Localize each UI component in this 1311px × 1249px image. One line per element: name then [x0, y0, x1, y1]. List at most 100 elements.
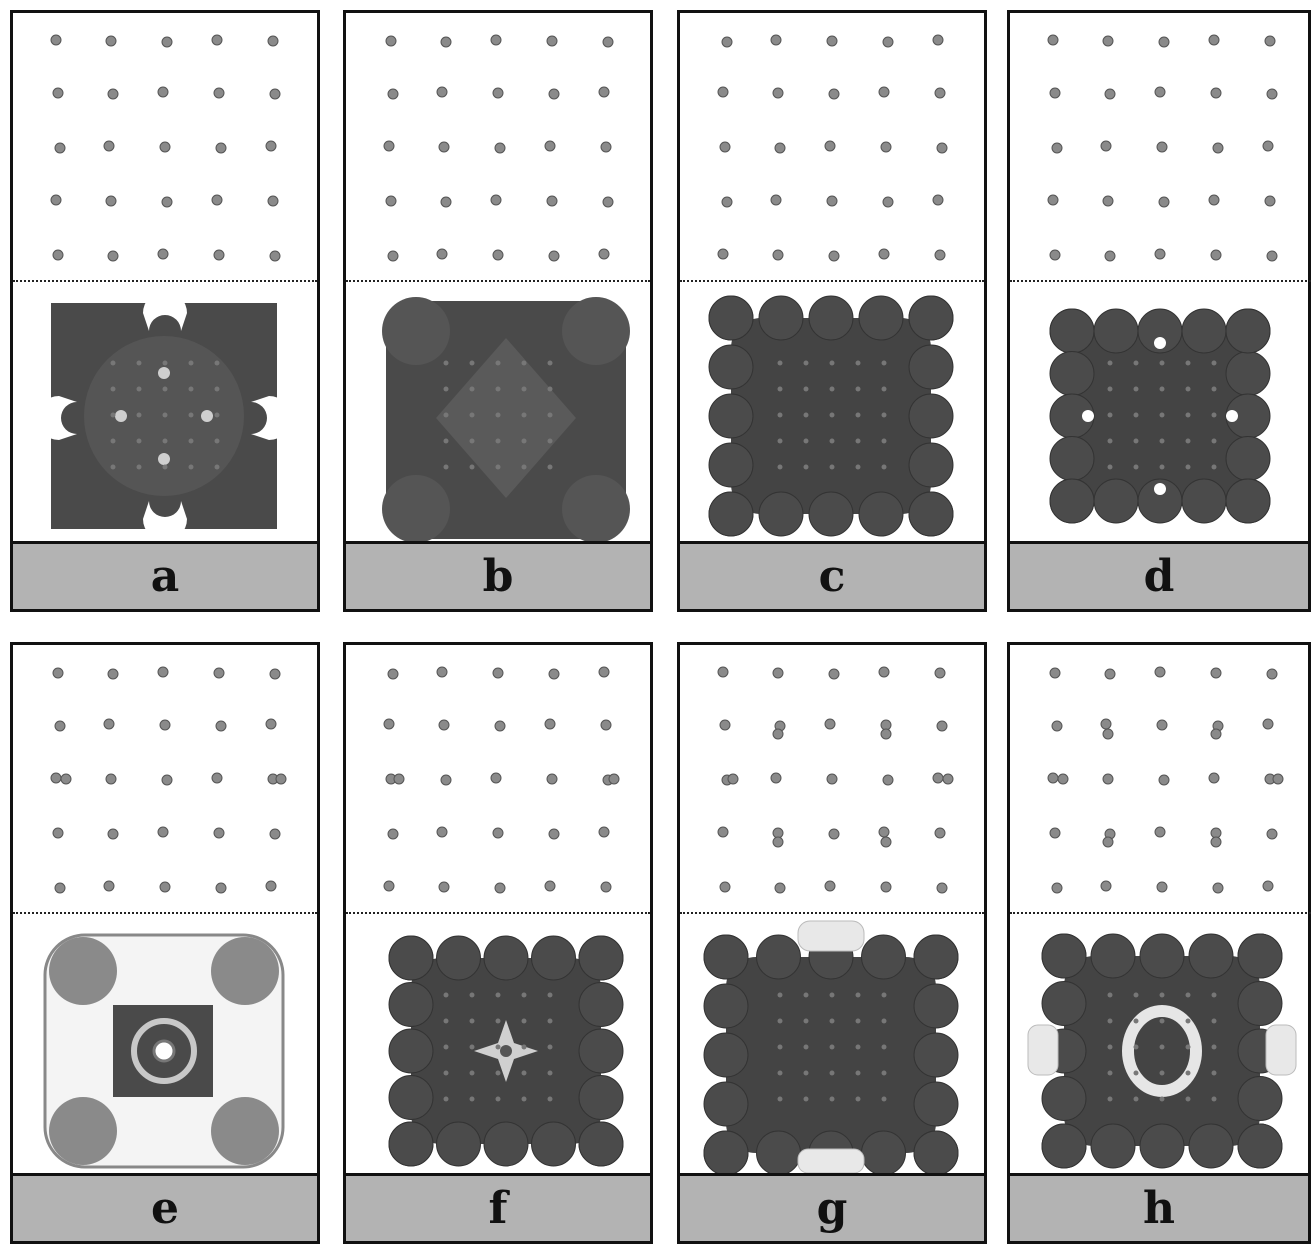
atom	[470, 1097, 475, 1102]
atom	[549, 89, 559, 99]
atom	[1211, 250, 1221, 260]
atom	[496, 439, 501, 444]
atom	[470, 1019, 475, 1024]
atom	[276, 774, 286, 784]
atom	[778, 1097, 783, 1102]
atom	[856, 1019, 861, 1024]
atom	[1050, 668, 1060, 678]
atom	[879, 827, 889, 837]
dotted-divider	[13, 280, 317, 282]
atom	[163, 387, 168, 392]
dotted-divider	[346, 280, 650, 282]
atom	[1186, 439, 1191, 444]
atom	[599, 667, 609, 677]
atom	[1108, 1019, 1113, 1024]
isosurface-rendering	[346, 915, 650, 1175]
panel-label-bar: c	[680, 541, 984, 609]
atom	[1267, 669, 1277, 679]
atom	[106, 196, 116, 206]
atom	[548, 1045, 553, 1050]
atom	[1154, 337, 1166, 349]
atom	[522, 1019, 527, 1024]
atom	[830, 1097, 835, 1102]
atom	[718, 827, 728, 837]
atom	[830, 439, 835, 444]
atom	[773, 668, 783, 678]
atom	[384, 719, 394, 729]
atom	[1134, 361, 1139, 366]
atom	[162, 197, 172, 207]
atom	[1155, 827, 1165, 837]
atom	[1186, 465, 1191, 470]
atom	[216, 883, 226, 893]
atom	[270, 251, 280, 261]
atom	[933, 195, 943, 205]
atom	[882, 465, 887, 470]
atom	[1209, 35, 1219, 45]
atom	[189, 361, 194, 366]
atom	[270, 669, 280, 679]
atom	[216, 721, 226, 731]
atom	[61, 774, 71, 784]
atom	[830, 387, 835, 392]
atom	[53, 88, 63, 98]
atom	[388, 89, 398, 99]
atom	[212, 773, 222, 783]
atom	[496, 1097, 501, 1102]
atom	[1160, 1045, 1165, 1050]
atom	[879, 667, 889, 677]
atom-lattice-top-view	[346, 645, 650, 912]
atom	[496, 1045, 501, 1050]
atom	[444, 993, 449, 998]
atom	[882, 993, 887, 998]
atom	[53, 250, 63, 260]
atom	[160, 882, 170, 892]
atom	[882, 387, 887, 392]
dotted-divider	[13, 912, 317, 914]
atom	[1160, 361, 1165, 366]
atom	[1267, 89, 1277, 99]
atom	[1108, 439, 1113, 444]
atom	[1108, 387, 1113, 392]
atom	[935, 88, 945, 98]
atom	[1265, 36, 1275, 46]
atom	[1213, 883, 1223, 893]
atom	[778, 361, 783, 366]
atom	[1050, 828, 1060, 838]
atom	[1212, 1097, 1217, 1102]
atom	[775, 143, 785, 153]
atom	[883, 197, 893, 207]
atom	[444, 439, 449, 444]
atom	[825, 141, 835, 151]
atom	[491, 35, 501, 45]
isosurface-rendering	[13, 283, 317, 543]
atom	[1155, 87, 1165, 97]
atom	[163, 465, 168, 470]
isosurface-rendering	[680, 915, 984, 1175]
atom	[943, 774, 953, 784]
atom	[830, 1071, 835, 1076]
isosurface-rendering	[680, 283, 984, 543]
atom	[778, 413, 783, 418]
atom	[108, 89, 118, 99]
atom	[189, 387, 194, 392]
atom	[829, 89, 839, 99]
panel-d: d	[1007, 10, 1311, 612]
atom	[1134, 413, 1139, 418]
atom	[470, 993, 475, 998]
atom	[270, 89, 280, 99]
atom	[599, 827, 609, 837]
atom	[470, 1045, 475, 1050]
atom	[439, 720, 449, 730]
atom-lattice-top-view	[13, 645, 317, 912]
atom	[444, 387, 449, 392]
atom	[935, 250, 945, 260]
atom	[879, 249, 889, 259]
atom	[163, 361, 168, 366]
atom	[104, 141, 114, 151]
atom	[545, 881, 555, 891]
atom	[881, 837, 891, 847]
atom	[1212, 1071, 1217, 1076]
atom	[1101, 719, 1111, 729]
atom	[496, 993, 501, 998]
